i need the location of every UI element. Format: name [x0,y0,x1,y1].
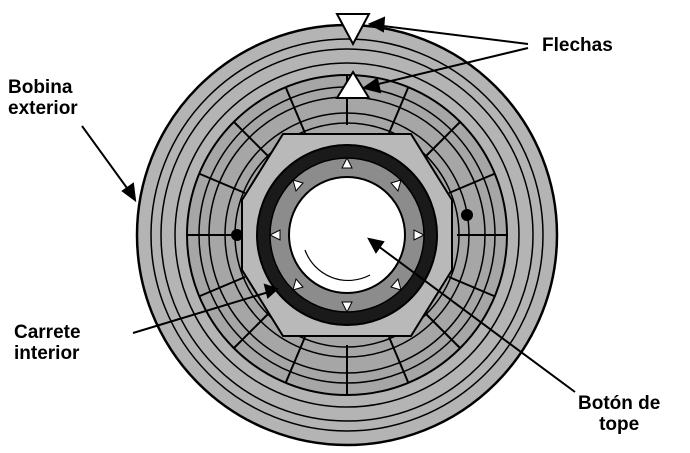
inner-arrow-icon [335,70,371,99]
label-outer-reel: Bobina exterior [8,77,78,119]
reel-dot-left [231,229,243,241]
outer-reel-groove [150,38,544,432]
label-stop-button: Botón de tope [578,393,660,435]
label-outer-reel-line2: exterior [8,98,78,119]
label-arrows: Flechas [542,35,613,56]
label-inner-reel: Carrete interior [14,322,81,364]
leader-lines [81,16,576,393]
label-outer-reel-line1: Bobina [8,77,73,98]
reel-dot-right [461,209,473,221]
outer-arrow-icon [335,13,371,47]
stop-button [288,176,406,294]
hub-teeth [268,156,426,314]
label-stop-button-line2: tope [599,414,640,435]
label-arrows-text: Flechas [542,35,613,56]
stop-button-highlight [304,249,371,282]
outer-reel-groove [160,48,534,422]
outer-reel-groove [174,62,520,408]
label-stop-button-line1: Botón de [578,393,661,414]
label-inner-reel-line1: Carrete [14,322,81,343]
label-inner-reel-line2: interior [14,343,80,364]
reel-ribs [187,75,507,395]
